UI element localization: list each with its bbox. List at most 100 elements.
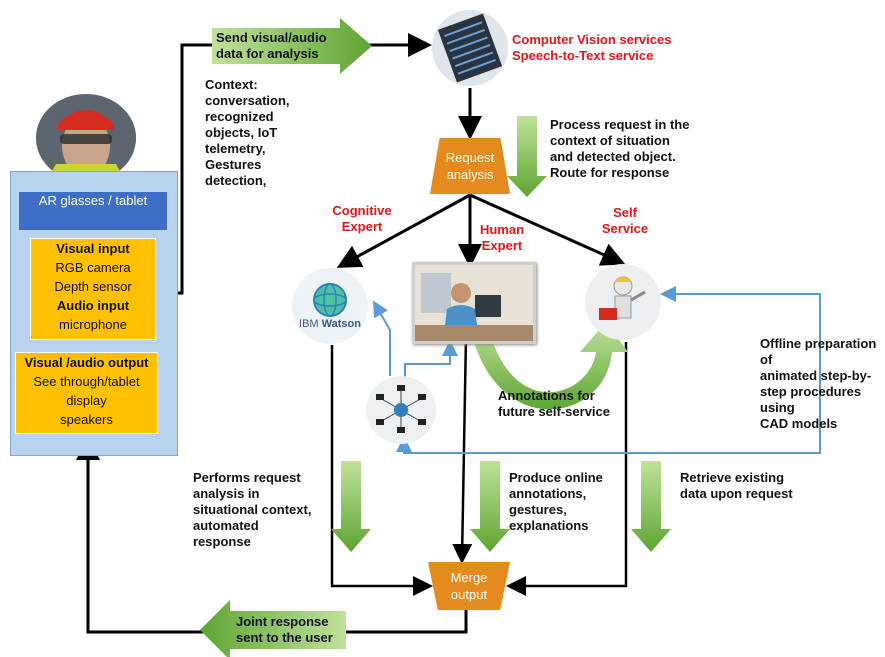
joint-line: Joint response (236, 614, 329, 629)
context-line: objects, IoT (205, 125, 278, 140)
ar-glasses-box: AR glasses / tablet (19, 192, 167, 230)
self-line: Service (601, 221, 649, 236)
performs-line: response (193, 534, 251, 549)
joint-arrow-label: Joint response sent to the user (236, 614, 333, 646)
input-box: Visual input RGB camera Depth sensor Aud… (30, 238, 156, 340)
context-line: conversation, (205, 93, 290, 108)
audio-input-title: Audio input (56, 298, 130, 313)
link-offline-to-self (660, 286, 821, 380)
robot-toolbox-icon (599, 276, 646, 320)
cloud-service-line: Computer Vision services (512, 32, 672, 47)
user-photo (36, 94, 136, 182)
produce-line: gestures, (509, 502, 567, 517)
produce-text: Produce online annotations, gestures, ex… (509, 470, 603, 534)
performs-line: Performs request (193, 470, 301, 485)
link-self-to-merge (506, 342, 628, 596)
offline-line: animated step-by- (760, 368, 872, 383)
performs-text: Performs request analysis in situational… (193, 470, 311, 550)
cloud-server-image (432, 10, 508, 86)
visual-input-line1: RGB camera (55, 260, 131, 275)
annotations-line: future self-service (498, 404, 610, 419)
link-request-to-cognitive (336, 193, 471, 268)
send-label-line2: data for analysis (216, 46, 319, 61)
offline-line: step procedures using (760, 384, 862, 415)
offline-line: Offline preparation of (760, 336, 877, 367)
output-line2: display (66, 393, 107, 408)
performs-line: analysis in (193, 486, 260, 501)
produce-green-arrow (470, 461, 510, 552)
audio-input-line1: microphone (59, 317, 127, 332)
link-request-to-self (469, 193, 626, 266)
cognitive-expert-label: Cognitive Expert (322, 203, 402, 235)
request-line: analysis (446, 167, 494, 182)
human-expert-label: Human Expert (470, 222, 534, 254)
joint-line: sent to the user (236, 630, 333, 645)
expert-at-desk-icon (415, 265, 533, 341)
self-service-node (585, 264, 661, 340)
process-text: Process request in the context of situat… (550, 117, 689, 181)
watson-ibm-text: IBM (299, 318, 319, 330)
ar-glasses-label: AR glasses / tablet (38, 193, 148, 208)
send-label-line1: Send visual/audio (216, 30, 327, 45)
produce-line: Produce online (509, 470, 603, 485)
link-human-to-merge (452, 335, 473, 564)
output-box: Visual /audio output See through/tablet … (15, 352, 158, 434)
self-service-label: Self Service (595, 205, 655, 237)
link-network-to-human (404, 340, 458, 378)
watson-name-text: Watson (321, 318, 361, 330)
performs-line: automated (193, 518, 259, 533)
retrieve-line: Retrieve existing (680, 470, 785, 485)
send-arrow-label: Send visual/audio data for analysis (216, 30, 327, 62)
visual-input-title: Visual input (56, 241, 130, 256)
retrieve-line: data upon request (680, 486, 793, 501)
context-text: Context: conversation, recognized object… (205, 77, 290, 189)
performs-line: situational context, (193, 502, 312, 517)
network-globe-icon (376, 385, 426, 433)
annotations-line: Annotations for (498, 388, 595, 403)
context-line: detection, (205, 173, 267, 188)
process-line: context of situation (550, 133, 670, 148)
context-line: Gestures (205, 157, 262, 172)
human-line: Expert (481, 238, 523, 253)
visual-input-line2: Depth sensor (54, 279, 132, 294)
merge-output-node: Merge output (428, 562, 510, 610)
process-green-arrow (507, 116, 547, 197)
merge-line: Merge (450, 570, 488, 585)
output-title: Visual /audio output (24, 355, 149, 370)
process-line: Route for response (550, 165, 670, 180)
link-network-to-watson (373, 300, 391, 376)
watson-node: IBM Watson (292, 268, 368, 344)
self-line: Self (613, 205, 637, 220)
send-arrow-shape (212, 18, 372, 74)
produce-line: annotations, (509, 486, 587, 501)
cloud-services-label: Computer Vision services Speech-to-Text … (512, 32, 671, 64)
expert-network-node (366, 376, 436, 444)
cloud-service-line: Speech-to-Text service (512, 48, 654, 63)
cognitive-line: Expert (341, 219, 383, 234)
context-line: Context: (205, 77, 258, 92)
annotations-future-text: Annotations for future self-service (498, 388, 610, 420)
process-line: and detected object. (550, 149, 676, 164)
context-line: telemetry, (205, 141, 266, 156)
produce-line: explanations (509, 518, 589, 533)
request-analysis-node: Request analysis (430, 138, 510, 194)
offline-text: Offline preparation of animated step-by-… (760, 336, 885, 432)
retrieve-text: Retrieve existing data upon request (680, 470, 793, 502)
human-line: Human (479, 222, 525, 237)
link-offline-to-network (396, 380, 821, 454)
output-line1: See through/tablet (33, 374, 140, 389)
process-line: Process request in the (550, 117, 690, 132)
performs-green-arrow (331, 461, 371, 552)
server-rack-icon (437, 13, 503, 83)
output-line3: speakers (60, 412, 113, 427)
offline-line: CAD models (760, 416, 838, 431)
request-line: Request (445, 150, 495, 165)
context-line: recognized (205, 109, 274, 124)
joint-arrow-shape (200, 600, 346, 657)
cognitive-line: Cognitive (332, 203, 392, 218)
merge-line: output (450, 587, 488, 602)
human-expert-photo (412, 262, 536, 344)
worker-photo-icon (36, 94, 136, 182)
